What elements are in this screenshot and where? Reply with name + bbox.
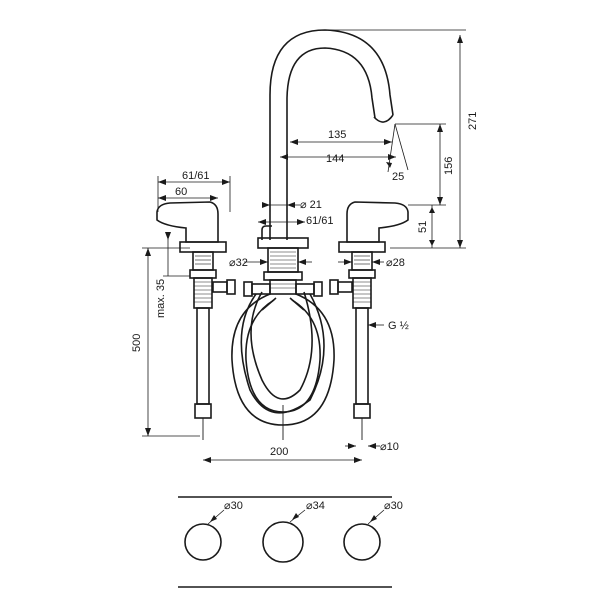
cutout-left <box>184 523 222 561</box>
label-144: 144 <box>326 153 344 165</box>
right-handle <box>338 201 409 253</box>
center-spout-body <box>243 247 323 297</box>
label-60: 60 <box>175 186 187 198</box>
right-supply-pipe <box>353 307 371 440</box>
right-valve-body <box>329 251 376 309</box>
dimension-labels: 135 144 25 271 156 51 61/61 60 ⌀ 21 61/6… <box>131 112 479 512</box>
left-supply-pipe <box>194 307 212 440</box>
label-d32: ⌀32 <box>229 257 248 269</box>
spout <box>257 29 394 249</box>
label-cutout-d34: ⌀34 <box>306 500 325 512</box>
label-61-61-left: 61/61 <box>182 170 210 182</box>
label-51: 51 <box>417 221 429 233</box>
left-handle <box>156 201 227 253</box>
label-200: 200 <box>270 446 288 458</box>
dimension-lines <box>142 29 466 463</box>
label-g-half: G ½ <box>388 320 409 332</box>
label-d21: ⌀ 21 <box>300 199 322 211</box>
label-61-61-center: 61/61 <box>306 215 334 227</box>
label-500: 500 <box>131 334 143 352</box>
label-cutout-d30-right: ⌀30 <box>384 500 403 512</box>
label-d10: ⌀10 <box>380 441 399 453</box>
label-cutout-d30-left: ⌀30 <box>224 500 243 512</box>
label-25: 25 <box>392 171 404 183</box>
label-max-35: max. 35 <box>155 279 167 318</box>
cutout-plan <box>178 496 392 588</box>
cutout-center <box>262 521 304 563</box>
label-156: 156 <box>443 157 455 175</box>
hoses <box>231 291 335 426</box>
label-271: 271 <box>467 112 479 130</box>
label-d28: ⌀28 <box>386 257 405 269</box>
label-135: 135 <box>328 129 346 141</box>
cutout-right <box>343 523 381 561</box>
